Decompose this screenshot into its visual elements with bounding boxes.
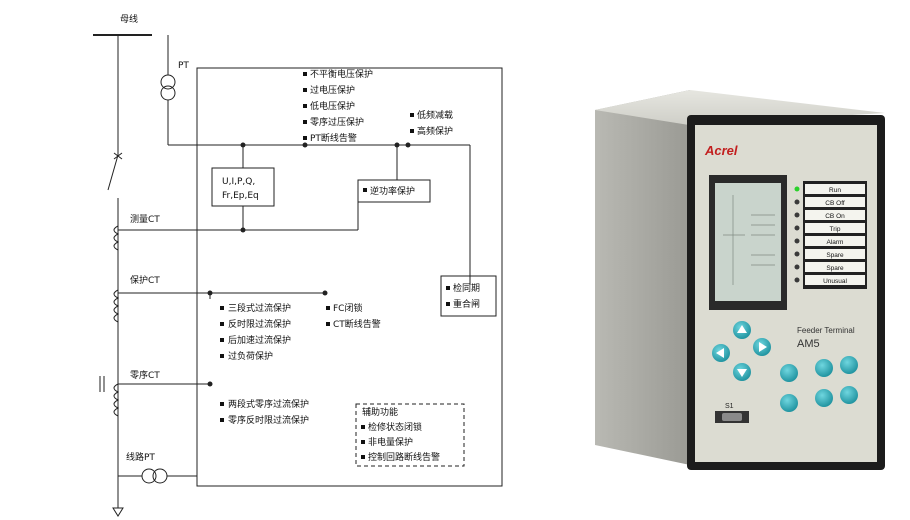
breaker-blade [107, 154, 119, 191]
vp-item: 不平衡电压保护 [310, 68, 373, 80]
protect-ct-label: 保护CT [130, 274, 160, 286]
freq-item: 低频减载 [417, 109, 453, 121]
reverse-power-label: 逆功率保护 [370, 185, 415, 197]
zs-item: 两段式零序过流保护 [228, 398, 309, 410]
reset-key[interactable] [780, 394, 798, 412]
led-label: Spare [826, 265, 844, 272]
measure-line-1: U,I,P,Q, [222, 177, 255, 187]
measure-ct-label: 测量CT [130, 214, 160, 225]
reverse-power-box [357, 179, 431, 203]
oc-item: 三段式过流保护 [228, 302, 291, 314]
case-side [595, 90, 690, 465]
reclose-item: 检同期 [453, 282, 480, 294]
aux-list: 检修状态闭锁 非电量保护 控制回路断线告警 [361, 421, 440, 463]
led-label: Run [829, 187, 841, 194]
measure-line-2: Fr,Ep,Eq [222, 191, 259, 201]
fc-list: FC闭锁 CT断线告警 [326, 302, 381, 330]
fc-item: FC闭锁 [333, 302, 362, 314]
aux-box [355, 403, 465, 467]
vp-item: 低电压保护 [310, 100, 355, 112]
brand-logo: Acrel [704, 143, 738, 158]
relay-device: Acrel Run CB Off CB On Trip Alarm Spare … [595, 90, 885, 470]
run-led [794, 186, 800, 192]
nav-keypad[interactable] [712, 321, 771, 381]
overcurrent-list: 三段式过流保护 反时限过流保护 后加速过流保护 过负荷保护 [220, 302, 291, 362]
vp-item: 过电压保护 [310, 84, 355, 96]
led-column [794, 186, 800, 283]
oc-item: 过负荷保护 [228, 350, 273, 362]
line-pt-coil-b [152, 468, 168, 484]
f1-key[interactable] [840, 386, 858, 404]
pt-label: PT [178, 61, 189, 71]
fc-item: CT断线告警 [333, 318, 381, 330]
voltage-protection-list: 不平衡电压保护 过电压保护 低电压保护 零序过压保护 PT断线告警 [303, 68, 373, 144]
led-label: Alarm [827, 239, 844, 246]
pt-coil-bottom [160, 85, 176, 101]
reclose-box [440, 275, 497, 317]
oc-item: 后加速过流保护 [228, 334, 291, 346]
aux-item: 非电量保护 [368, 436, 413, 448]
function-keys[interactable] [780, 356, 858, 412]
line-pt-coil-a [141, 468, 157, 484]
measure-ct-coil [113, 225, 120, 251]
led-label: Unusual [823, 278, 847, 285]
relay-box [196, 67, 503, 487]
pt-coil-top [160, 74, 176, 90]
protect-ct-coil [113, 289, 120, 323]
zero-ct-label: 零序CT [130, 369, 160, 381]
led-label: Spare [826, 252, 844, 259]
zero-seq-list: 两段式零序过流保护 零序反时限过流保护 [220, 398, 309, 426]
led-label: CB On [825, 213, 845, 220]
esc-key[interactable] [815, 359, 833, 377]
led-label: CB Off [825, 200, 845, 207]
freq-protection-list: 低频减载 高频保护 [410, 109, 453, 137]
protection-diagram: 母线 PT 测量CT 保护CT 零序CT 线路PT U,I,P,Q, Fr,Ep… [93, 13, 503, 517]
oc-item: 反时限过流保护 [228, 318, 291, 330]
lcd-screen [715, 183, 781, 301]
line-pt-label: 线路PT [126, 451, 155, 463]
aux-title: 辅助功能 [362, 406, 398, 418]
add-key[interactable] [815, 389, 833, 407]
led-label: Trip [830, 226, 841, 233]
enter-key[interactable] [840, 356, 858, 374]
zs-item: 零序反时限过流保护 [228, 414, 309, 426]
model-line: Feeder Terminal [797, 326, 855, 335]
vp-item: 零序过压保护 [310, 116, 364, 128]
aux-item: 检修状态闭锁 [368, 421, 422, 433]
model-name: AM5 [797, 338, 820, 350]
vp-item: PT断线告警 [310, 132, 357, 144]
bus-label: 母线 [120, 13, 138, 25]
freq-item: 高频保护 [417, 125, 453, 137]
port-label: S1 [725, 403, 734, 410]
aux-item: 控制回路断线告警 [368, 451, 440, 463]
menu-key[interactable] [780, 364, 798, 382]
reclose-item: 重合闸 [453, 298, 480, 310]
zero-ct-coil [113, 383, 120, 417]
